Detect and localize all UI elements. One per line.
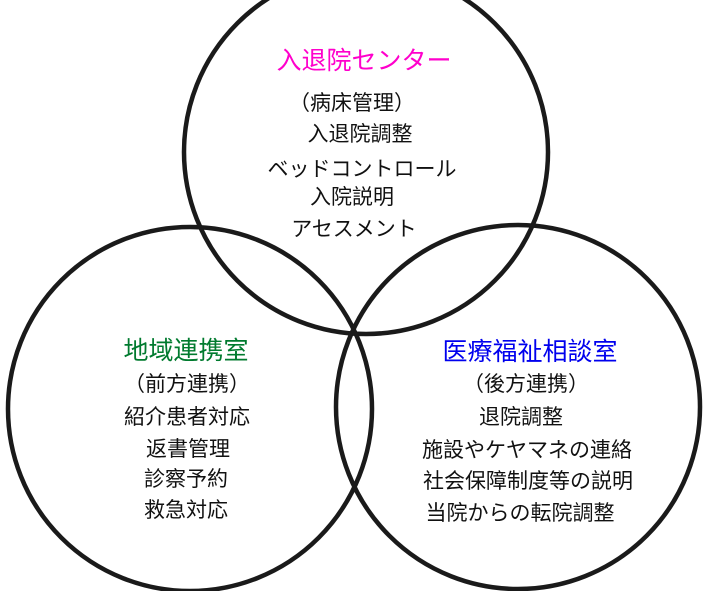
medical-welfare-item: 施設やケヤマネの連絡 [422, 438, 632, 462]
regional-liaison-item: 救急対応 [144, 498, 228, 522]
medical-welfare-title: 医療福祉相談室 [442, 337, 617, 366]
medical-welfare-subtitle: （後方連携） [463, 372, 589, 396]
regional-liaison-item: 紹介患者対応 [124, 405, 250, 429]
medical-welfare-item: 退院調整 [479, 405, 563, 429]
admission-center-subtitle: （病床管理） [289, 91, 415, 115]
admission-center-item: 入院説明 [310, 185, 394, 209]
admission-center-circle [181, 0, 551, 337]
medical-welfare-circle [333, 222, 703, 591]
admission-center-item: アセスメント [291, 217, 417, 241]
admission-center-title: 入退院センター [276, 46, 451, 75]
regional-liaison-subtitle: （前方連携） [124, 372, 250, 396]
medical-welfare-item: 社会保障制度等の説明 [423, 469, 633, 493]
admission-center-item: 入退院調整 [308, 122, 413, 146]
regional-liaison-title: 地域連携室 [123, 336, 248, 365]
regional-liaison-circle [5, 224, 375, 591]
admission-center-item: ベッドコントロール [268, 157, 457, 181]
medical-welfare-item: 当院からの転院調整 [426, 501, 615, 525]
regional-liaison-item: 返書管理 [146, 437, 230, 461]
regional-liaison-item: 診察予約 [144, 467, 228, 491]
